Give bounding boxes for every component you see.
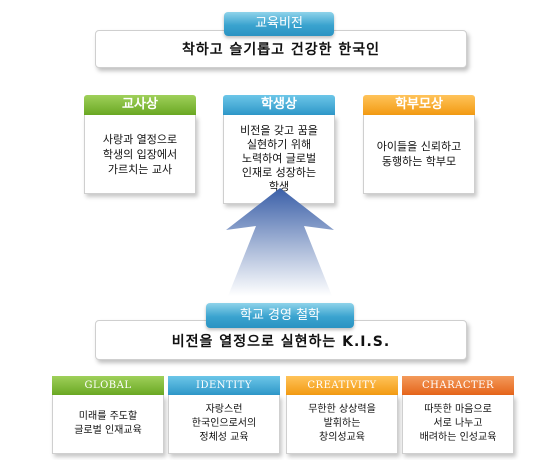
vision-tab-label: 교육비전 <box>255 16 303 31</box>
profile-card-parent: 학부모상 아이들을 신뢰하고 동행하는 학부모 <box>363 95 475 194</box>
profile-card-title: 학생상 <box>223 95 335 115</box>
pillar-card-title: CHARACTER <box>402 376 514 395</box>
up-arrow-graphic <box>226 188 334 296</box>
pillar-card-title: IDENTITY <box>168 376 280 395</box>
pillar-card-global: GLOBAL 미래를 주도할 글로벌 인재교육 <box>52 376 164 454</box>
profile-card-teacher: 교사상 사랑과 열정으로 학생의 입장에서 가르치는 교사 <box>84 95 196 194</box>
philosophy-statement: 비전을 열정으로 실현하는 K.I.S. <box>171 334 391 350</box>
pillar-card-identity: IDENTITY 자랑스런 한국인으로서의 정체성 교육 <box>168 376 280 454</box>
philosophy-tab-label: 학교 경영 철학 <box>239 308 321 323</box>
pillar-card-text: 따뜻한 마음으로 서로 나누고 배려하는 인성교육 <box>402 395 514 454</box>
pillar-card-title: CREATIVITY <box>286 376 398 395</box>
pillar-card-text: 무한한 상상력을 발휘하는 창의성교육 <box>286 395 398 454</box>
profile-card-title: 학부모상 <box>363 95 475 115</box>
vision-tab: 교육비전 <box>224 12 334 36</box>
profile-card-title: 교사상 <box>84 95 196 115</box>
vision-statement: 착하고 슬기롭고 건강한 한국인 <box>181 42 381 58</box>
pillar-card-title: GLOBAL <box>52 376 164 395</box>
profile-card-text: 사랑과 열정으로 학생의 입장에서 가르치는 교사 <box>84 115 196 194</box>
profile-card-text: 아이들을 신뢰하고 동행하는 학부모 <box>363 115 475 194</box>
pillar-card-character: CHARACTER 따뜻한 마음으로 서로 나누고 배려하는 인성교육 <box>402 376 514 454</box>
pillar-card-text: 자랑스런 한국인으로서의 정체성 교육 <box>168 395 280 454</box>
pillar-card-text: 미래를 주도할 글로벌 인재교육 <box>52 395 164 454</box>
philosophy-tab: 학교 경영 철학 <box>206 303 354 328</box>
vision-statement-banner: 착하고 슬기롭고 건강한 한국인 <box>95 30 467 68</box>
pillar-card-creativity: CREATIVITY 무한한 상상력을 발휘하는 창의성교육 <box>286 376 398 454</box>
